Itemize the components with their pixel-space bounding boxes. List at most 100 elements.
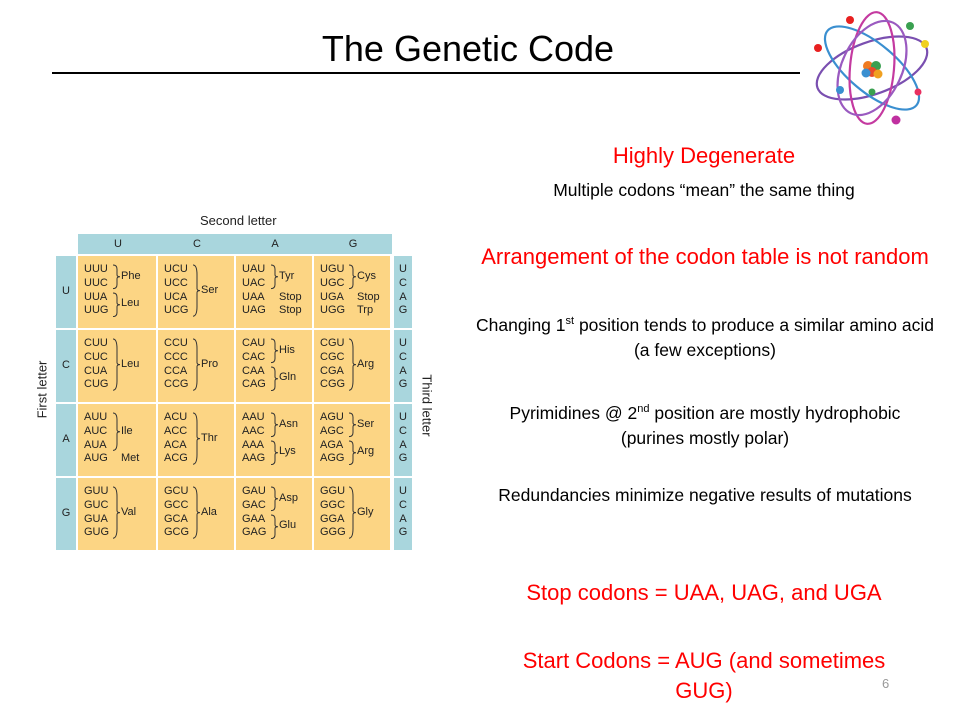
amino-acid-label: Stop <box>279 290 302 303</box>
amino-acid-label: Leu <box>121 357 140 370</box>
codon-cell <box>314 404 390 476</box>
brace-icon <box>348 486 356 539</box>
second-letter-label: Second letter <box>200 213 277 228</box>
arrangement-heading: Arrangement of the codon table is not ra… <box>481 244 929 269</box>
third-letter-label: Third letter <box>419 374 435 437</box>
codon-cell <box>236 478 312 550</box>
codon-list: UUU UUC UUA UUG <box>84 263 109 317</box>
codon-cell <box>314 256 390 328</box>
amino-acid-label: His <box>279 343 295 356</box>
page-number: 6 <box>882 676 890 691</box>
stop-codons: Stop codons = UAA, UAG, and UGA <box>526 580 882 605</box>
amino-acid-label: Thr <box>201 431 218 444</box>
first-position-post: position tends to produce a similar amin… <box>574 314 934 360</box>
amino-acid-label: Ser <box>201 283 219 296</box>
amino-acid-label: Tyr <box>279 269 295 282</box>
column-header-g: G <box>348 238 358 250</box>
second-position-pre: Pyrimidines @ 2 <box>509 402 638 423</box>
degenerate-body: Multiple codons “mean” the same thing <box>553 180 855 200</box>
codon-list: ACU ACC ACA ACG <box>164 411 188 465</box>
brace-icon <box>192 486 200 539</box>
amino-acid-label: Stop <box>279 304 302 317</box>
column-header-bar <box>78 234 392 254</box>
codon-list: AAU AAC AAA AAG <box>242 411 266 465</box>
third-letter-a: U C A G <box>398 411 408 465</box>
first-letter-a: A <box>62 433 70 445</box>
start-codons: Start Codons = AUG (and sometimes GUG) <box>522 648 886 703</box>
first-letter-g: G <box>61 507 71 519</box>
brace-icon <box>270 264 278 290</box>
third-letter-g: U C A G <box>398 485 408 539</box>
brace-icon <box>348 264 356 290</box>
amino-acid-label: Leu <box>121 297 140 310</box>
third-letter-u: U C A G <box>398 263 408 317</box>
amino-acid-label: Gln <box>279 371 297 384</box>
third-letter-cell <box>394 330 412 402</box>
codon-list: GAU GAC GAA GAG <box>242 485 267 539</box>
column-header-c: C <box>193 238 201 250</box>
amino-acid-label: Lys <box>279 445 296 458</box>
brace-icon <box>112 486 120 539</box>
codon-cell <box>236 404 312 476</box>
first-letter-cell <box>56 478 76 550</box>
codon-list: CCU CCC CCA CCG <box>164 337 189 391</box>
codon-list: AGU AGC AGA AGG <box>320 411 345 465</box>
brace-icon <box>348 412 356 438</box>
first-letter-label: First letter <box>34 360 50 419</box>
amino-acid-label: Ser <box>357 417 375 430</box>
amino-acid-label: Gly <box>357 505 374 518</box>
second-position-sup: nd <box>637 403 650 415</box>
codon-list: GCU GCC GCA GCG <box>164 485 190 539</box>
codon-list: AUU AUC AUA AUG <box>84 411 108 465</box>
column-header-a: A <box>271 238 279 250</box>
amino-acid-label: Met <box>121 452 140 465</box>
amino-acid-label: Stop <box>357 290 380 303</box>
atom-icon <box>814 11 929 125</box>
amino-acid-label: Trp <box>357 304 374 317</box>
title-underline <box>52 72 800 74</box>
brace-icon <box>192 412 200 465</box>
amino-acid-label: Pro <box>201 357 219 370</box>
brace-icon <box>270 366 278 391</box>
redundancy-note: Redundancies minimize negative results o… <box>498 485 912 505</box>
codon-list: UAU UAC UAA UAG <box>242 263 266 317</box>
codon-list: CUU CUC CUA CUG <box>84 337 109 391</box>
first-position-sup: st <box>565 315 575 327</box>
amino-acid-label: Ala <box>201 505 217 518</box>
brace-icon <box>270 514 278 539</box>
codon-list: UGU UGC UGA UGG <box>320 263 346 317</box>
amino-acid-label: Asn <box>279 417 298 430</box>
codon-list: CAU CAC CAA CAG <box>242 337 266 391</box>
second-position-post: position are mostly hydrophobic (purines… <box>620 402 901 448</box>
degenerate-heading: Highly Degenerate <box>612 143 796 168</box>
brace-icon <box>270 486 278 512</box>
codon-list: GGU GGC GGA GGG <box>320 485 346 539</box>
amino-acid-label: Arg <box>357 445 375 458</box>
third-letter-cell <box>394 256 412 328</box>
amino-acid-label: Phe <box>121 269 141 282</box>
first-letter-c: C <box>62 359 70 371</box>
brace-icon <box>192 338 200 391</box>
brace-icon <box>270 338 278 364</box>
third-letter-cell <box>394 478 412 550</box>
codon-cell <box>236 330 312 402</box>
first-letter-cell <box>56 404 76 476</box>
brace-icon <box>192 264 200 317</box>
brace-icon <box>112 292 120 317</box>
codon-list: GUU GUC GUA GUG <box>84 485 110 539</box>
codon-list: UCU UCC UCA UCG <box>164 263 189 317</box>
brace-icon <box>348 338 356 391</box>
first-letter-u: U <box>62 285 70 297</box>
column-header-u: U <box>114 238 122 250</box>
amino-acid-label: Arg <box>357 357 375 370</box>
amino-acid-label: Glu <box>279 519 297 532</box>
brace-icon <box>270 412 278 438</box>
first-letter-cell <box>56 330 76 402</box>
brace-icon <box>348 440 356 465</box>
amino-acid-label: Val <box>121 505 137 518</box>
amino-acid-label: Ile <box>121 424 133 437</box>
amino-acid-label: Asp <box>279 491 298 504</box>
third-letter-cell <box>394 404 412 476</box>
brace-icon <box>112 412 120 451</box>
